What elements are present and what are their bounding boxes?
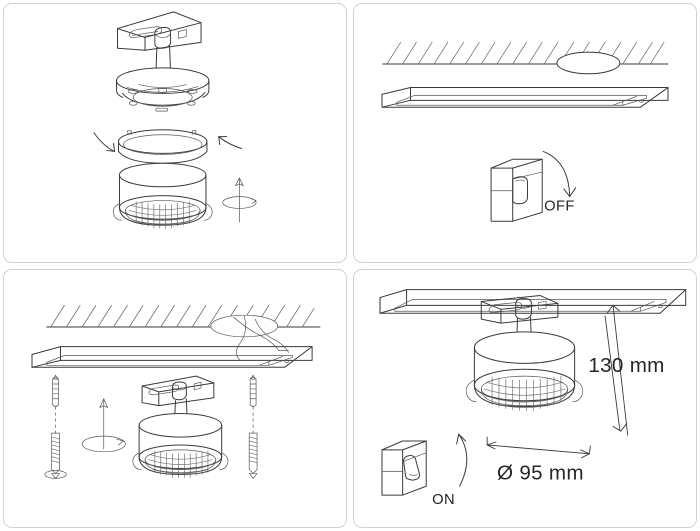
diameter-dimension-label: Ø 95 mm: [497, 461, 584, 484]
lamp-body: [466, 331, 583, 411]
panel-mounting: [3, 268, 347, 528]
height-dimension-line: [605, 305, 628, 435]
mounting-plate: [117, 68, 209, 111]
perforated-diffuser-band: [466, 369, 583, 411]
track-rail: [382, 88, 668, 108]
ceiling-wires: [211, 315, 289, 360]
track-rail: [380, 289, 686, 313]
wall-switch-on: [382, 441, 426, 495]
assembly-arrow-left: [94, 133, 115, 152]
ceiling-outlet-opening: [557, 52, 620, 74]
perforated-diffuser-band: [113, 196, 212, 229]
track-adapter: [481, 295, 558, 323]
panel-power-off: OFF: [353, 3, 697, 263]
height-dimension-label: 130 mm: [588, 354, 664, 377]
panel-exploded-assembly: [3, 3, 347, 263]
assembly-arrow-right: [219, 137, 242, 149]
ring-cover: [118, 130, 206, 163]
mounting-screw-right: [248, 433, 258, 478]
switch-state-label-off: OFF: [544, 198, 575, 214]
diameter-dimension-line: [487, 437, 590, 458]
rotation-axis-icon: [82, 398, 125, 451]
wall-anchor-right: [250, 375, 256, 406]
lamp-body: [113, 163, 212, 229]
switch-state-label-on: ON: [432, 491, 455, 507]
panel-dimensions: 130 mm Ø 95 mm: [353, 268, 697, 528]
perforated-diffuser-band: [133, 444, 228, 478]
curved-arrow-up: [457, 434, 467, 486]
mounting-screw-left: [45, 433, 67, 478]
curved-arrow-down: [543, 151, 575, 196]
ceiling-surface: [383, 41, 668, 64]
wall-anchor-left: [53, 375, 59, 406]
ceiling-surface: [47, 304, 320, 327]
rotation-axis-icon: [223, 178, 256, 222]
track-adapter: [118, 12, 202, 50]
track-rail: [32, 346, 312, 367]
luminaire-head: [133, 376, 228, 478]
wall-switch-off: [491, 159, 542, 221]
